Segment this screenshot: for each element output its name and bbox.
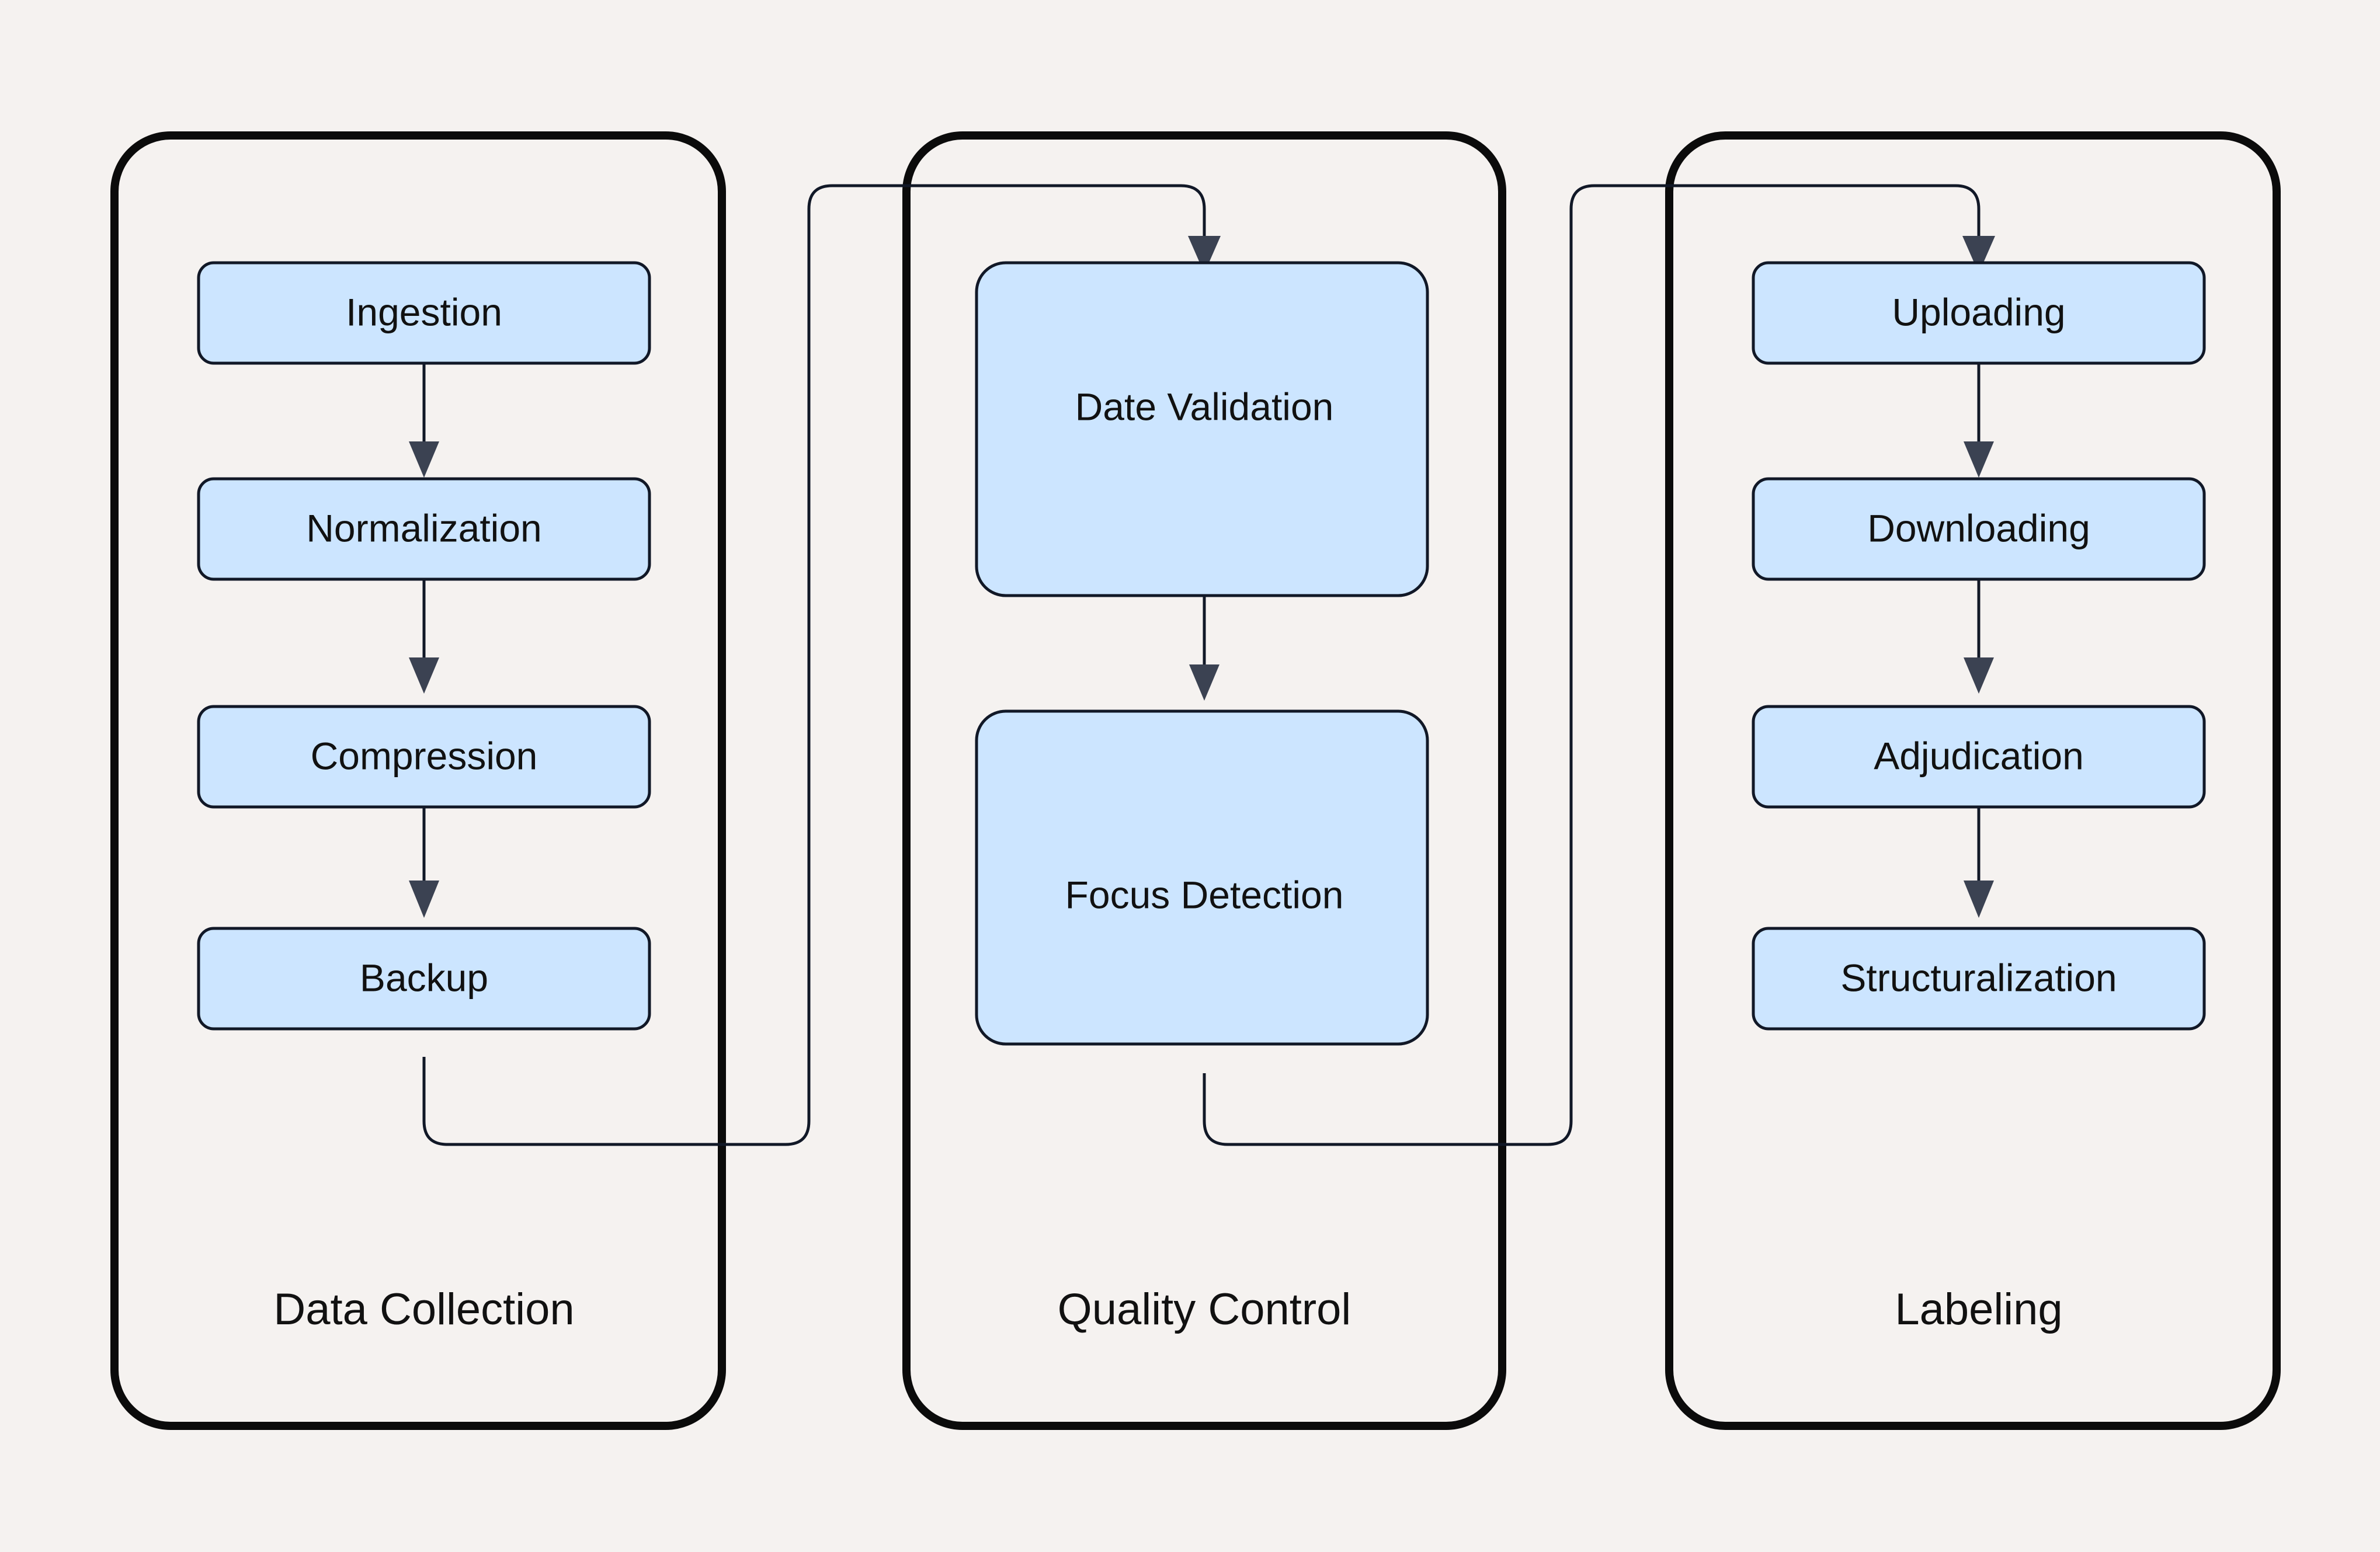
edge-compression-to-backup [409, 807, 439, 918]
cluster-title-labeling: Labeling [1895, 1285, 2062, 1334]
arrowhead-normalization [409, 441, 439, 478]
arrowhead-date-validation [1188, 236, 1221, 273]
edge-date-validation-to-focus-detection [1189, 596, 1219, 701]
edge-focus-detection-to-uploading [1203, 184, 1995, 1146]
node-date-validation[interactable]: Date Validation [975, 261, 1429, 597]
node-label-ingestion: Ingestion [346, 290, 502, 333]
node-focus-detection[interactable]: Focus Detection [975, 709, 1429, 1046]
arrowhead-compression [409, 657, 439, 694]
node-compression[interactable]: Compression [197, 705, 651, 809]
node-box-date-validation[interactable] [975, 261, 1429, 597]
node-uploading[interactable]: Uploading [1752, 261, 2206, 365]
cluster-title-quality-control: Quality Control [1058, 1285, 1351, 1334]
node-adjudication[interactable]: Adjudication [1752, 705, 2206, 809]
arrowhead-adjudication [1964, 657, 1994, 694]
node-ingestion[interactable]: Ingestion [197, 261, 651, 365]
edge-backup-to-date-validation [422, 184, 1221, 1146]
node-label-structuralization: Structuralization [1840, 956, 2117, 999]
edge-normalization-to-compression [409, 579, 439, 694]
node-label-focus-detection: Focus Detection [1065, 873, 1344, 916]
arrowhead-uploading [1962, 236, 1995, 273]
node-downloading[interactable]: Downloading [1752, 477, 2206, 581]
node-normalization[interactable]: Normalization [197, 477, 651, 581]
arrowhead-downloading [1964, 441, 1994, 478]
node-label-adjudication: Adjudication [1874, 734, 2084, 777]
edge-ingestion-to-normalization [409, 363, 439, 478]
node-box-backup[interactable] [197, 927, 651, 1031]
edge-adjudication-to-structuralization [1964, 807, 1994, 918]
cluster-title-data-collection: Data Collection [273, 1285, 574, 1334]
node-structuralization[interactable]: Structuralization [1752, 927, 2206, 1031]
node-label-date-validation: Date Validation [1075, 385, 1334, 428]
edge-uploading-to-downloading [1964, 363, 1994, 478]
node-box-focus-detection[interactable] [975, 709, 1429, 1046]
arrowhead-structuralization [1964, 881, 1994, 918]
node-label-uploading: Uploading [1892, 290, 2065, 333]
node-backup[interactable]: Backup [197, 927, 651, 1031]
node-label-downloading: Downloading [1867, 506, 2090, 549]
node-label-backup: Backup [360, 956, 488, 999]
arrowhead-focus-detection [1189, 664, 1219, 701]
edge-downloading-to-adjudication [1964, 579, 1994, 694]
node-box-structuralization[interactable] [1752, 927, 2206, 1031]
node-label-compression: Compression [311, 734, 538, 777]
node-label-normalization: Normalization [306, 506, 541, 549]
arrowhead-backup [409, 881, 439, 918]
